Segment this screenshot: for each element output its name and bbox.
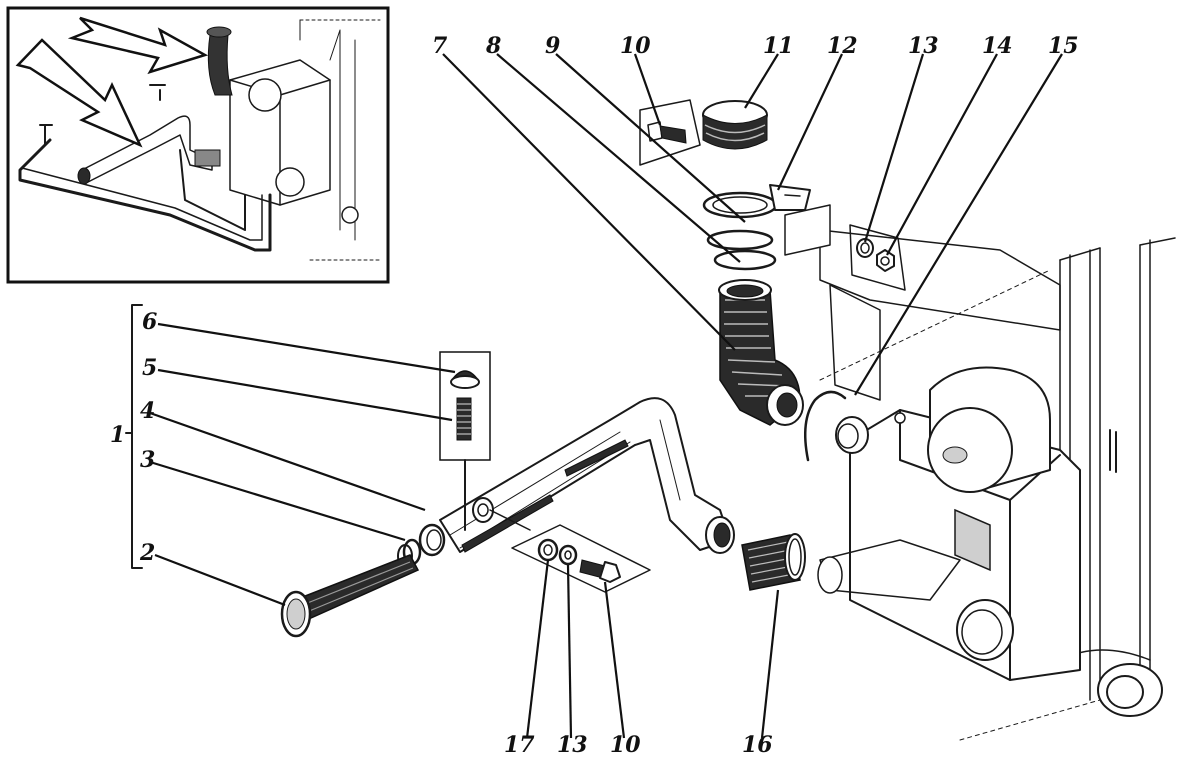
inset-overview bbox=[6, 6, 390, 284]
coupling-sleeve-16 bbox=[741, 533, 806, 591]
callout-8: 8 bbox=[485, 33, 501, 59]
inset-arrow-upper bbox=[67, 16, 209, 75]
mount-plate bbox=[784, 204, 831, 256]
callout-5: 5 bbox=[142, 355, 157, 381]
intake-pipe bbox=[439, 397, 735, 554]
bellows-hose bbox=[718, 279, 804, 426]
callout-15: 15 bbox=[1048, 33, 1079, 59]
clamp-ring-9 bbox=[706, 229, 774, 251]
inset-lines bbox=[18, 84, 272, 252]
callout-13-top: 13 bbox=[908, 33, 939, 59]
callout-3: 3 bbox=[140, 447, 155, 473]
nut-washer-box bbox=[849, 224, 906, 291]
filter-cartridge-2 bbox=[280, 554, 420, 638]
callout-12: 12 bbox=[827, 33, 858, 59]
inset-intake-pipe bbox=[77, 115, 221, 185]
callout-1: 1 bbox=[110, 422, 125, 448]
callout-16: 16 bbox=[742, 732, 773, 758]
group-bracket-1 bbox=[125, 304, 143, 569]
callout-11: 11 bbox=[763, 33, 794, 59]
callout-13-bottom: 13 bbox=[557, 732, 588, 758]
callout-7: 7 bbox=[432, 33, 448, 59]
callout-14: 14 bbox=[982, 33, 1013, 59]
ring-4 bbox=[418, 523, 446, 557]
leader-lines bbox=[149, 53, 1063, 739]
callout-2: 2 bbox=[139, 540, 155, 566]
callout-labels: 1 2 3 4 5 6 7 8 9 10 11 12 13 14 15 17 1… bbox=[110, 33, 1079, 758]
inset-bellows-hose bbox=[206, 26, 233, 96]
callout-10-bottom: 10 bbox=[610, 732, 641, 758]
machine-body bbox=[817, 229, 1176, 741]
callout-6: 6 bbox=[142, 309, 157, 335]
callout-4: 4 bbox=[140, 398, 155, 424]
inset-machine bbox=[229, 19, 381, 261]
bolt-10-upper bbox=[639, 99, 701, 166]
gasket-12 bbox=[702, 184, 811, 219]
cap-11 bbox=[702, 100, 768, 150]
callout-9: 9 bbox=[545, 33, 560, 59]
callout-17: 17 bbox=[504, 732, 535, 758]
valve-assembly-box bbox=[439, 351, 491, 531]
callout-10-top: 10 bbox=[620, 33, 651, 59]
bolt-washer-box bbox=[511, 524, 651, 593]
gasket-15 bbox=[803, 390, 847, 462]
clamp-ring-8 bbox=[713, 249, 777, 271]
inset-arrow-lower bbox=[15, 38, 143, 148]
